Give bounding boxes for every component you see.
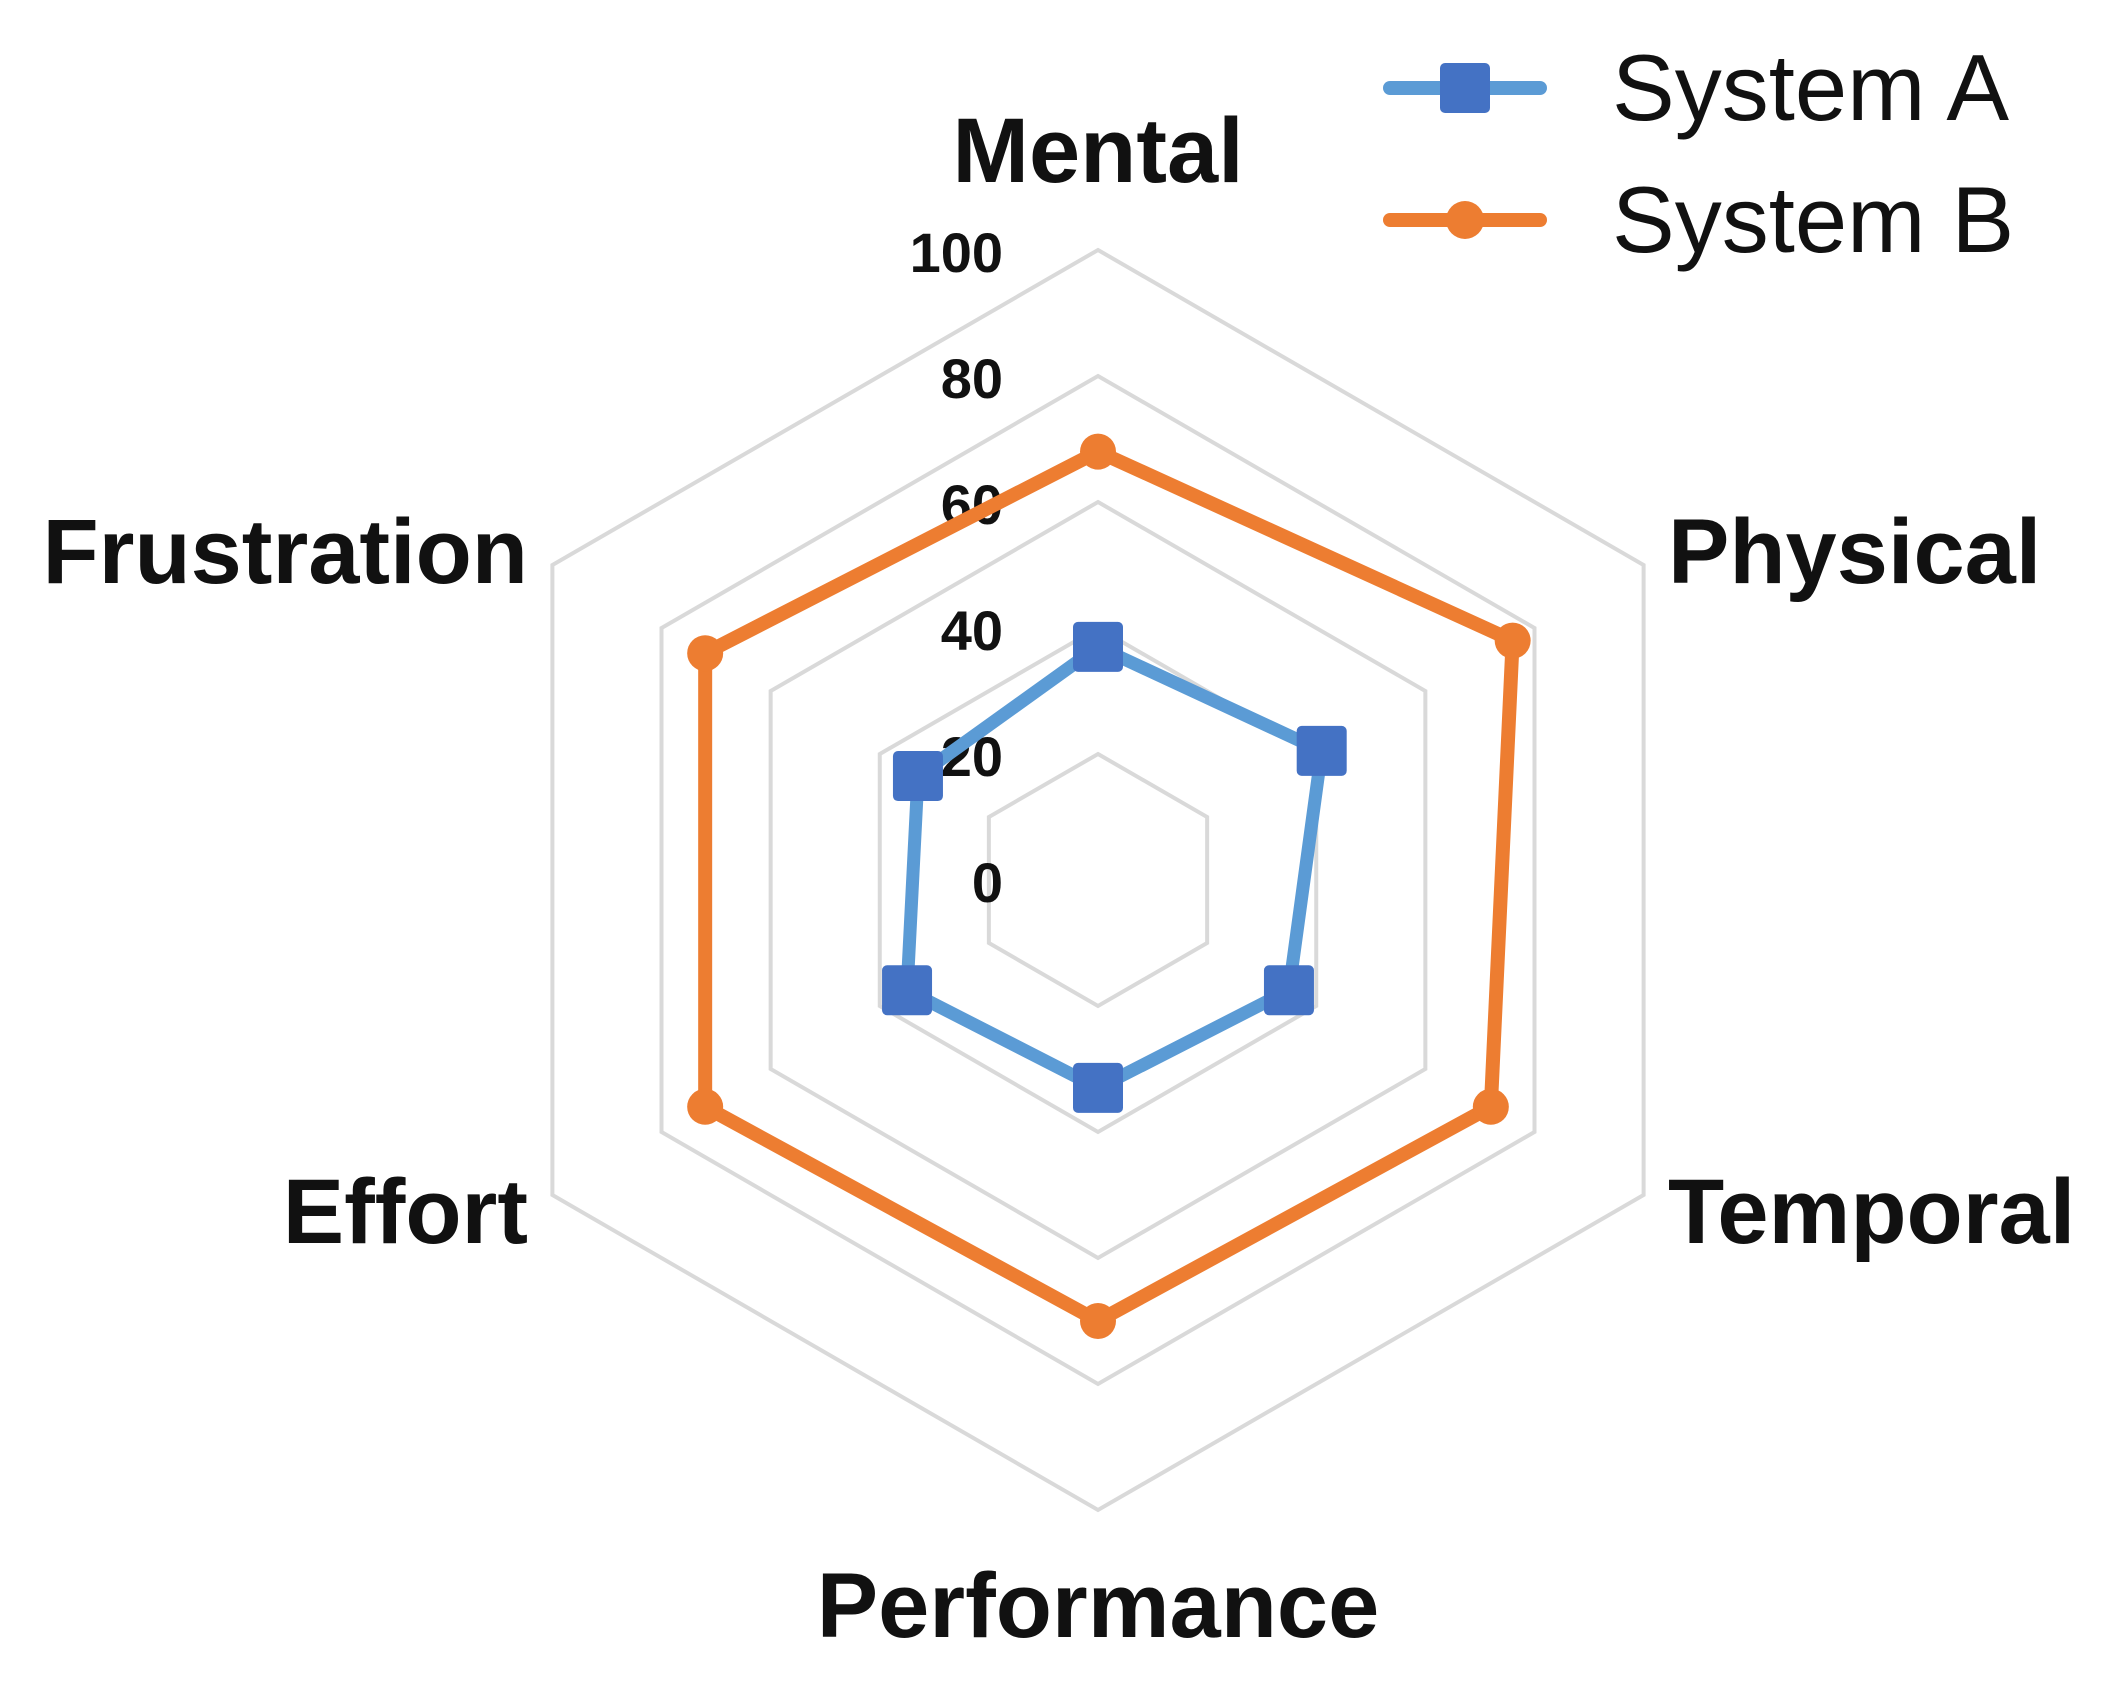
- point-system-a-effort: [882, 965, 933, 1016]
- point-system-a-performance: [1073, 1062, 1123, 1113]
- axis-label-physical: Physical: [1668, 501, 2041, 603]
- grid-ring-20: [986, 751, 1210, 1009]
- series-line-system-b: [698, 444, 1520, 1328]
- point-system-a-temporal: [1263, 965, 1314, 1016]
- legend-item-system-b: System B: [1383, 167, 2014, 272]
- grid-ring-60: [768, 499, 1428, 1261]
- legend-marker-system-a: [1440, 63, 1490, 113]
- series-system-b: [687, 433, 1531, 1339]
- point-system-b-performance: [1080, 1303, 1116, 1339]
- legend: System A System B: [1383, 35, 2014, 272]
- axis-label-performance: Performance: [817, 1555, 1379, 1657]
- axis-label-temporal: Temporal: [1668, 1161, 2075, 1263]
- axis-label-frustration: Frustration: [42, 501, 528, 603]
- point-system-b-frustration: [687, 635, 724, 672]
- tick-label-0: 0: [972, 851, 1003, 914]
- legend-marker-system-b: [1446, 201, 1484, 239]
- point-system-b-temporal: [1472, 1088, 1509, 1125]
- point-system-a-mental: [1073, 621, 1123, 672]
- grid-ring-40: [877, 625, 1319, 1135]
- grid-ring-80: [659, 373, 1537, 1387]
- series-system-a: [882, 621, 1347, 1113]
- series-line-system-a: [900, 640, 1329, 1095]
- axis-label-mental: Mental: [952, 100, 1243, 202]
- legend-item-system-a: System A: [1383, 35, 2009, 140]
- point-system-b-effort: [687, 1088, 724, 1125]
- legend-label-system-b: System B: [1612, 167, 2014, 272]
- grid-ring-100: [550, 247, 1646, 1513]
- point-system-a-physical: [1296, 725, 1347, 776]
- axis-label-effort: Effort: [283, 1161, 528, 1263]
- point-system-b-physical: [1494, 622, 1531, 659]
- tick-label-40: 40: [941, 599, 1003, 662]
- tick-label-80: 80: [941, 347, 1003, 410]
- point-system-a-frustration: [892, 751, 943, 802]
- legend-label-system-a: System A: [1612, 35, 2009, 140]
- point-system-b-mental: [1080, 433, 1116, 470]
- tick-label-100: 100: [910, 221, 1003, 284]
- series-layer: [687, 433, 1531, 1339]
